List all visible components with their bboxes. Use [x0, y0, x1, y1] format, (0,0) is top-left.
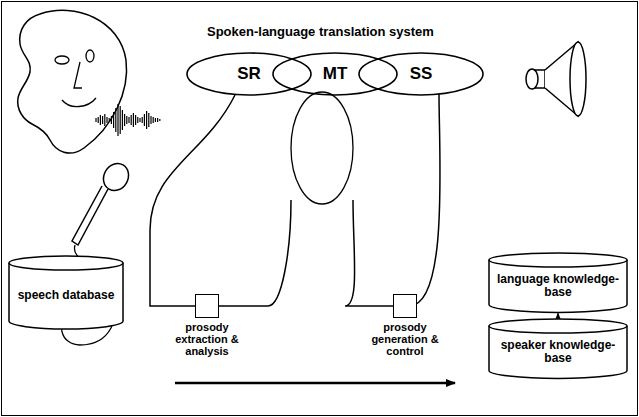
- connector: [409, 94, 440, 306]
- connector: [557, 313, 559, 319]
- connector: [150, 95, 235, 306]
- node-label: prosody generation & control: [355, 321, 455, 357]
- node-label: language knowledge-base: [488, 252, 628, 299]
- knowledge-cylinder: speaker knowledge-base: [488, 318, 628, 378]
- node-label: MT: [272, 52, 398, 83]
- knowledge-cylinder: language knowledge-base: [488, 252, 628, 312]
- database-cylinder: speech database: [8, 255, 124, 329]
- synthesis-ellipse: SS: [358, 52, 484, 96]
- connector: [345, 200, 393, 306]
- node-label: SR: [186, 52, 312, 83]
- prosody-square: [393, 294, 417, 318]
- node-label: speech database: [8, 255, 124, 303]
- node-label: speaker knowledge-base: [488, 318, 628, 365]
- prosody-box: prosody generation & control: [355, 294, 455, 357]
- prosody-box: prosody extraction & analysis: [162, 294, 252, 357]
- diagram-title: Spoken-language translation system: [207, 24, 434, 39]
- prosody-square: [195, 294, 219, 318]
- node-label: SS: [358, 52, 484, 83]
- node-label: prosody extraction & analysis: [162, 321, 252, 357]
- connector: [219, 200, 291, 306]
